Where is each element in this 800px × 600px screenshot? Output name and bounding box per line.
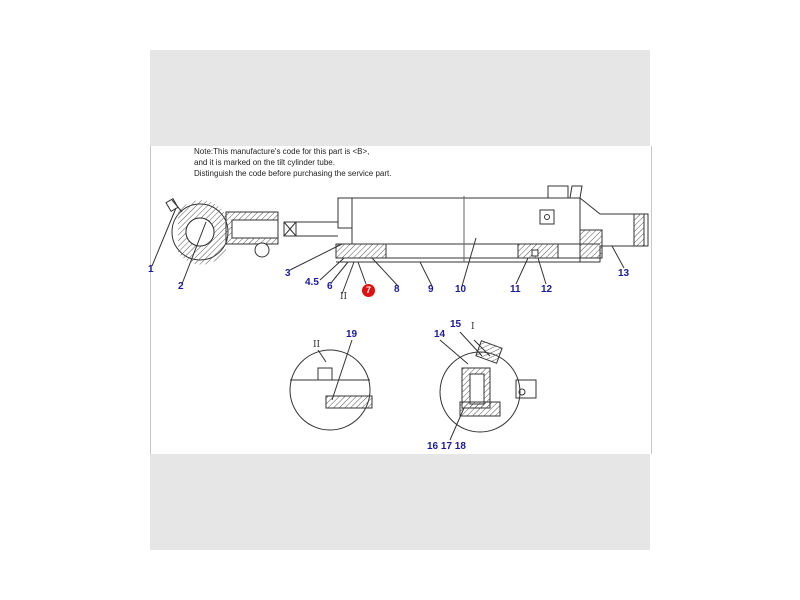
callout-13[interactable]: 13: [618, 268, 630, 279]
section-mark-ii-main: II: [340, 292, 348, 302]
callout-16-17-18[interactable]: 16 17 18: [427, 441, 466, 452]
callout-10[interactable]: 10: [455, 284, 467, 295]
detail-port-block: [515, 379, 537, 399]
callout-8[interactable]: 8: [394, 284, 400, 295]
note-line-3: Distinguish the code before purchasing t…: [194, 169, 392, 178]
callout-14[interactable]: 14: [434, 329, 446, 340]
gland: [335, 243, 387, 259]
callout-7-highlight[interactable]: 7: [362, 284, 375, 297]
callout-6[interactable]: 6: [327, 281, 333, 292]
cylinder-head-flange: [337, 197, 353, 229]
callout-19[interactable]: 19: [346, 329, 358, 340]
section-mark-ii-detail: II: [313, 340, 321, 350]
section-mark-i-detail: I: [471, 322, 475, 332]
rod-nut: [283, 221, 297, 237]
callout-4-5[interactable]: 4.5: [305, 277, 319, 288]
grease-fitting: [165, 197, 179, 213]
cylinder-tube: [351, 197, 581, 245]
callout-2[interactable]: 2: [178, 281, 184, 292]
port-fitting: [547, 185, 569, 199]
callout-9[interactable]: 9: [428, 284, 434, 295]
callout-3[interactable]: 3: [285, 268, 291, 279]
callout-15[interactable]: 15: [450, 319, 462, 330]
callout-11[interactable]: 11: [510, 284, 521, 295]
note-line-2: and it is marked on the tilt cylinder tu…: [194, 158, 335, 167]
port-square: [539, 209, 555, 225]
callout-12[interactable]: 12: [541, 284, 553, 295]
clamp-bolt: [254, 242, 270, 258]
note-line-1: Note:This manufacture's code for this pa…: [194, 147, 370, 156]
note-text: Note:This manufacture's code for this pa…: [194, 146, 391, 179]
callout-1[interactable]: 1: [148, 264, 154, 275]
detail-ii-circle: [289, 349, 371, 431]
